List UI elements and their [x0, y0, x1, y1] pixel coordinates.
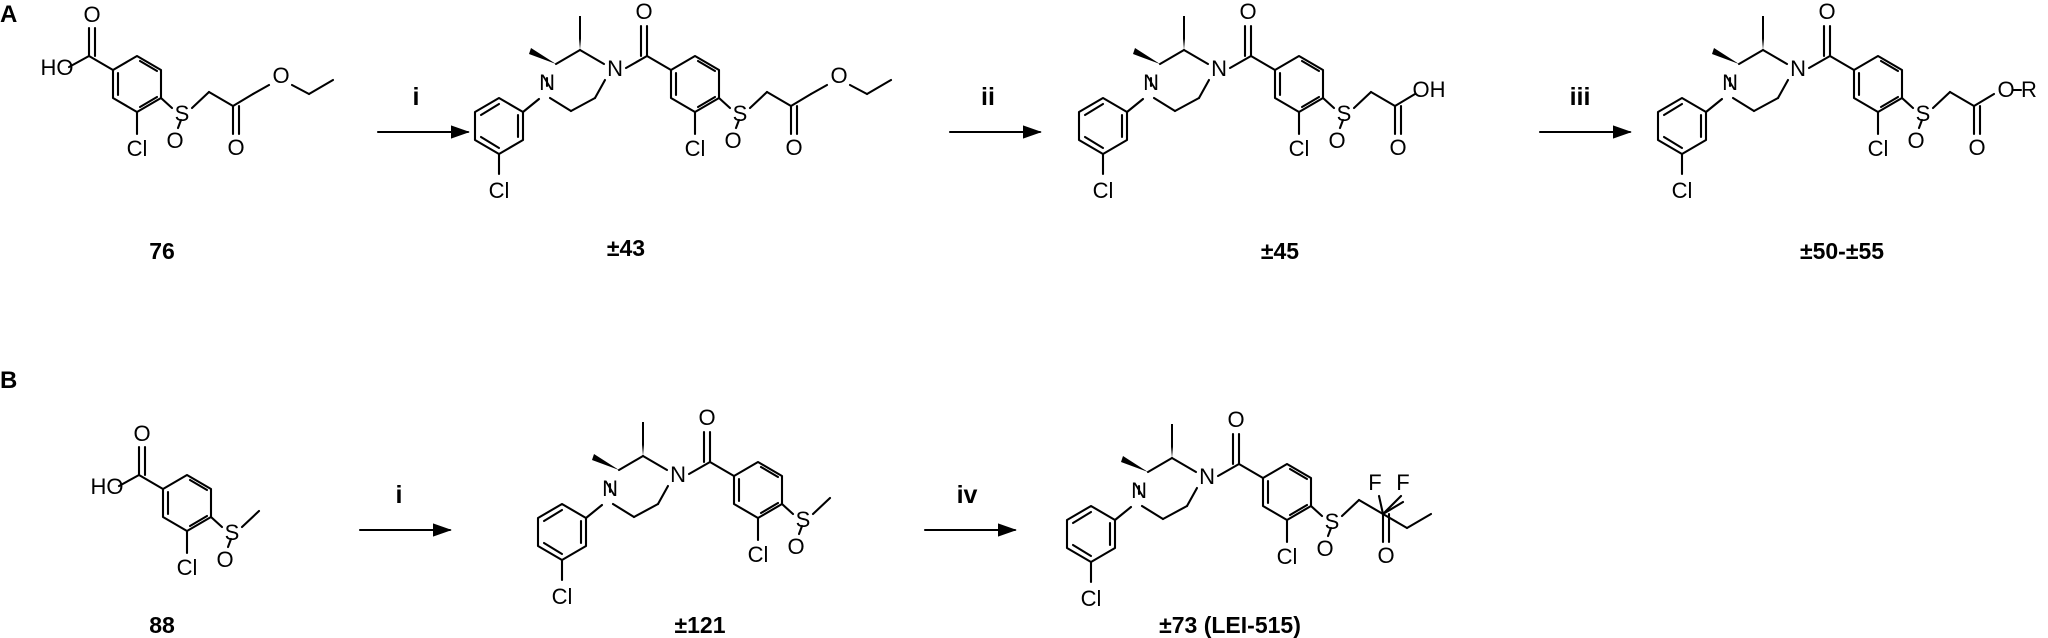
panel-label-b: B [0, 367, 17, 394]
structure-43 [473, 0, 893, 205]
atom-label: HO [91, 474, 124, 499]
step-label-iii: iii [1570, 83, 1591, 111]
compound-label-45: ±45 [1261, 238, 1299, 264]
atom-label: OH [1413, 77, 1446, 102]
atom-label: Cl [127, 136, 148, 161]
atom-label: Cl [177, 555, 198, 580]
step-label-i: i [413, 83, 420, 111]
atom-label: S [796, 507, 811, 532]
structure-88: O HO Cl S O [91, 421, 261, 580]
compound-label-43: ±43 [607, 235, 645, 261]
compound-label-50-55: ±50-±55 [1800, 238, 1884, 264]
atom-label: F [1396, 470, 1409, 495]
atom-label: S [225, 520, 240, 545]
atom-label: O [216, 547, 233, 572]
panel-label-a: A [0, 1, 17, 28]
step-label-i-b: i [396, 481, 403, 509]
compound-label-76: 76 [149, 238, 175, 264]
structure-73: F F [1065, 405, 1433, 613]
structure-45: OH [1077, 0, 1446, 205]
atom-label: HO [41, 55, 74, 80]
structure-121: S O [536, 403, 832, 611]
step-label-ii: ii [981, 83, 995, 111]
atom-label: R [2021, 77, 2037, 102]
step-label-iv: iv [957, 481, 978, 509]
compound-label-73: ±73 (LEI-515) [1159, 612, 1301, 638]
compound-label-88: 88 [149, 612, 175, 638]
atom-label: O [1997, 77, 2014, 102]
atom-label: O [83, 2, 100, 27]
atom-label: O [787, 534, 804, 559]
structure-50-55: O R [1656, 0, 2037, 205]
compound-label-121: ±121 [675, 612, 726, 638]
structure-76: O HO Cl [41, 2, 335, 162]
atom-label: F [1368, 470, 1381, 495]
atom-label: O [133, 421, 150, 446]
